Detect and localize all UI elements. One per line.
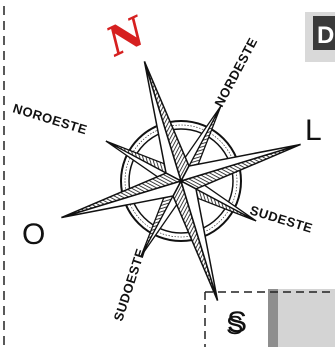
- top-right-panel: D: [305, 12, 335, 62]
- label-southwest: SUDOESTE: [111, 246, 149, 322]
- label-southeast: SUDESTE: [248, 203, 314, 236]
- label-east: L: [305, 114, 322, 147]
- label-north: N: [98, 7, 154, 67]
- label-south: S: [227, 306, 247, 339]
- corner-d-letter: D: [317, 22, 334, 49]
- label-northeast: NORDESTE: [211, 35, 260, 109]
- label-west: O: [22, 218, 45, 251]
- bottom-right-box: S: [205, 289, 335, 347]
- label-northwest: NOROESTE: [11, 101, 89, 138]
